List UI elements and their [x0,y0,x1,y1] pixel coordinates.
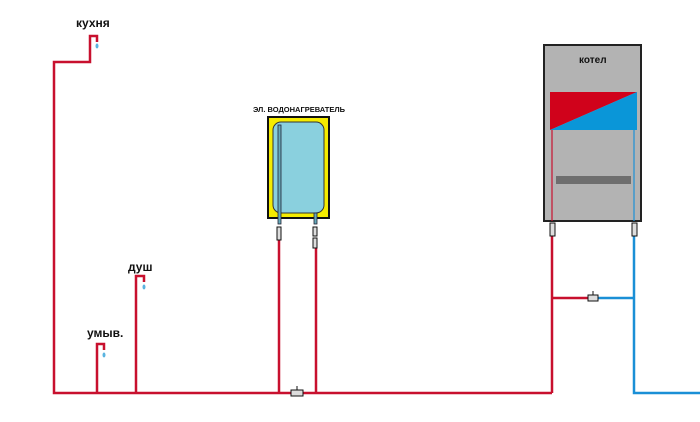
water-heater: ЭЛ. ВОДОНАГРЕВАТЕЛЬ [253,105,346,249]
heater-outlet-tube [277,124,282,225]
heater-inlet-tube [313,212,318,225]
heater-outlet-valve-icon [276,226,282,241]
washbasin-drop-icon [102,352,106,358]
washbasin-label: умыв. [87,326,123,340]
main-hot-pipe [52,34,552,395]
boiler-cold-valve-icon [631,222,638,237]
shower-label: душ [128,260,152,274]
shower-pipe [134,274,146,393]
cold-water-pipes [598,236,700,395]
heater-tank [272,121,325,214]
kitchen-drop-icon [95,43,99,49]
heater-label: ЭЛ. ВОДОНАГРЕВАТЕЛЬ [253,105,346,114]
heater-check-valve-icon [312,226,318,237]
water-drops [95,43,146,358]
main-line-valve-icon[interactable] [290,389,304,397]
bypass-valve-icon[interactable] [587,294,599,302]
heat-exchanger-cold [550,92,637,130]
boiler-burner [556,176,631,184]
hot-water-pipes [52,34,588,395]
boiler-cold-pipe [632,236,700,395]
boiler-label: котел [579,55,607,66]
shower-drop-icon [142,284,146,290]
boiler: котел [543,44,642,237]
kitchen-label: кухня [76,16,110,30]
heater-inlet-valve-icon [312,237,318,249]
boiler-body [543,44,642,222]
boiler-hot-valve-icon [549,222,556,237]
washbasin-pipe [95,342,106,393]
